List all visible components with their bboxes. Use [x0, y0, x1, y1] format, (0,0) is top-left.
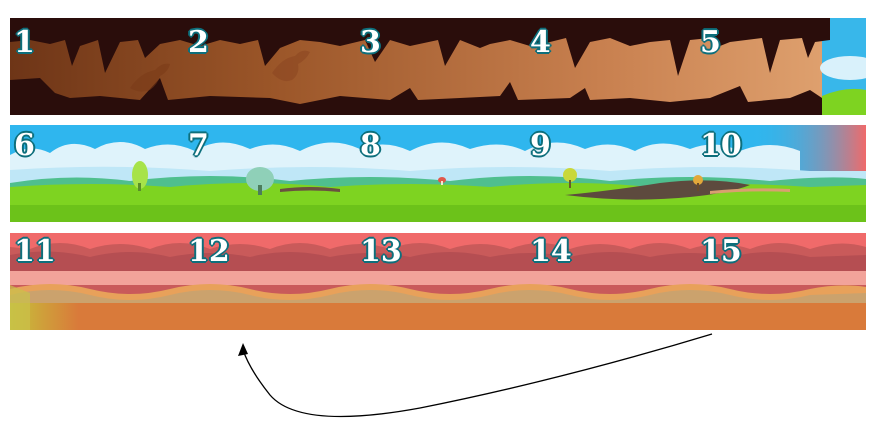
tree-icon	[693, 175, 703, 191]
tree-icon	[246, 167, 274, 195]
segment-label-3: 3	[360, 25, 381, 60]
desert-level-strip: 11 12 13 14 15	[10, 233, 866, 330]
segment-label-2: 2	[188, 25, 209, 60]
cave-background	[10, 18, 866, 115]
meadow-level-strip: 6 7 8 9 10	[10, 125, 866, 222]
cave-floor	[10, 78, 822, 115]
desert-background	[10, 233, 866, 330]
segment-label-9: 9	[530, 128, 551, 163]
meadow-background	[10, 125, 866, 222]
red-cloud-icon	[10, 233, 866, 249]
segment-label-15: 15	[700, 234, 742, 269]
segment-label-11: 11	[14, 234, 56, 269]
segment-label-8: 8	[360, 128, 381, 163]
tree-icon	[132, 161, 148, 191]
segment-label-12: 12	[188, 234, 230, 269]
segment-label-13: 13	[360, 234, 402, 269]
segment-label-5: 5	[700, 25, 721, 60]
dinosaur-silhouette-icon	[272, 50, 310, 82]
mushroom-icon	[438, 177, 446, 185]
segment-label-10: 10	[700, 128, 742, 163]
segment-label-1: 1	[14, 25, 35, 60]
segment-label-14: 14	[530, 234, 572, 269]
dinosaur-silhouette-icon	[130, 63, 170, 92]
dirt-path	[280, 187, 340, 192]
segment-label-7: 7	[188, 128, 209, 163]
tree-icon	[563, 168, 577, 188]
cave-level-strip: 1 2 3 4 5	[10, 18, 866, 115]
segment-label-6: 6	[14, 128, 35, 163]
stalactite-icon	[10, 18, 830, 76]
segment-label-4: 4	[530, 25, 551, 60]
